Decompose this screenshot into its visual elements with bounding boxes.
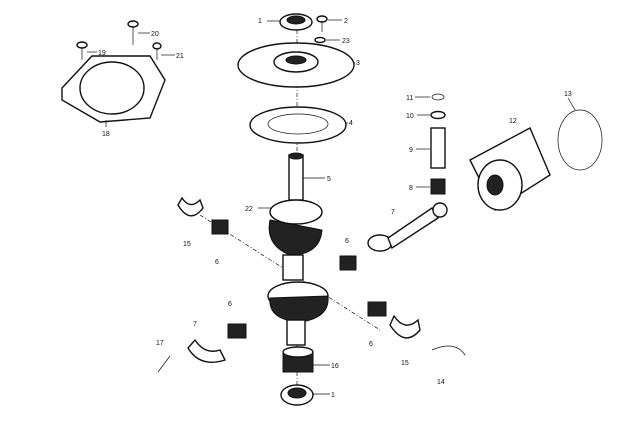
part-18-housing-cover [61, 55, 166, 123]
callout-3: 3 [356, 60, 360, 67]
callout-5: 5 [327, 176, 331, 183]
callout-6: 6 [215, 259, 219, 266]
callout-17: 17 [156, 340, 164, 347]
part-8-needle-bearing [430, 178, 446, 195]
callout-7: 7 [391, 209, 395, 216]
callout-13: 13 [564, 91, 572, 98]
part-12-piston [469, 127, 551, 212]
callout-8: 8 [409, 185, 413, 192]
part-6-needle-cage [367, 301, 387, 317]
callout-9: 9 [409, 147, 413, 154]
part-9-piston-pin [430, 127, 446, 169]
part-11-clip [431, 93, 445, 101]
part-16-roller-bearing [282, 346, 314, 373]
part-5-crankshaft [267, 152, 329, 346]
callout-15: 15 [401, 360, 409, 367]
callout-20: 20 [151, 31, 159, 38]
callout-18: 18 [102, 131, 110, 138]
callout-11: 11 [406, 95, 413, 102]
callout-6: 6 [369, 341, 373, 348]
part-20-bolt [127, 20, 139, 45]
callout-14: 14 [437, 379, 445, 386]
callout-6: 6 [345, 238, 349, 245]
part-17-bolt [157, 355, 171, 373]
part-6-needle-cage [339, 255, 357, 271]
callout-10: 10 [406, 113, 414, 120]
part-15-bearing-half [389, 314, 421, 339]
callout-7: 7 [193, 321, 197, 328]
callout-16: 16 [331, 363, 339, 370]
callout-15: 15 [183, 241, 191, 248]
part-1-seal-top [279, 13, 313, 31]
part-6-needle-cage [211, 219, 229, 235]
part-3-bearing-plate [237, 42, 355, 88]
callout-21: 21 [176, 53, 184, 60]
part-6-needle-cage [227, 323, 247, 339]
callout-23: 23 [342, 38, 350, 45]
callout-4: 4 [349, 120, 353, 127]
part-14-retaining-ring [431, 345, 466, 356]
callout-6: 6 [228, 301, 232, 308]
part-4-gasket [249, 106, 347, 144]
part-2-screw [316, 15, 328, 32]
part-15-bearing-half [177, 196, 204, 217]
leader-lines [87, 19, 576, 395]
callout-labels: 1 2 23 3 4 5 22 20 19 21 18 11 10 9 8 12… [98, 18, 572, 399]
callout-1: 1 [331, 392, 335, 399]
part-7-rod-cap [187, 338, 226, 363]
callout-2: 2 [344, 18, 348, 25]
callout-22: 22 [245, 206, 253, 213]
callout-1: 1 [258, 18, 262, 25]
part-13-piston-ring [557, 109, 603, 171]
callout-12: 12 [509, 118, 517, 125]
part-23-washer [314, 36, 326, 44]
part-21-bolt [152, 42, 162, 60]
part-1-seal-bottom [280, 384, 314, 406]
callout-19: 19 [98, 50, 106, 57]
part-7-connecting-rod [367, 202, 448, 252]
part-10-washer [430, 110, 446, 120]
part-19-bolt [76, 41, 88, 60]
